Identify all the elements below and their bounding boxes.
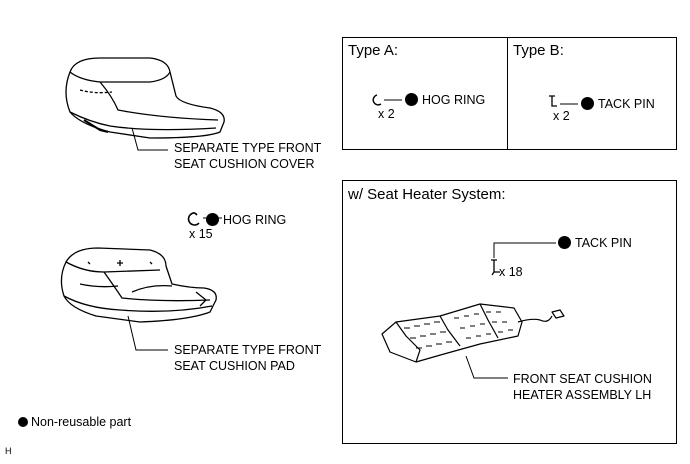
- hog-ring-icon: [187, 212, 200, 226]
- seat-heater-frame: [342, 180, 677, 444]
- type-a-hog-ring-icon: [372, 94, 382, 106]
- type-a-quantity: x 2: [378, 107, 395, 121]
- type-b-label-text: TACK PIN: [598, 97, 655, 111]
- hog-ring-quantity: x 15: [189, 227, 213, 241]
- type-a-title: Type A:: [348, 42, 399, 59]
- heater-tack-pin-icon: [491, 259, 500, 276]
- type-a-label: HOG RING: [405, 92, 485, 108]
- type-b-non-reusable-dot-icon: [581, 97, 594, 110]
- corner-code: H: [5, 446, 12, 456]
- heater-non-reusable-dot-icon: [558, 236, 571, 249]
- hog-ring-label: HOG RING: [206, 212, 286, 228]
- type-a-non-reusable-dot-icon: [405, 93, 418, 106]
- type-b-tack-pin-icon: [549, 95, 557, 107]
- legend: Non-reusable part: [18, 414, 131, 430]
- seat-cushion-cover-label-line1: SEPARATE TYPE FRONT: [174, 141, 322, 155]
- hog-ring-label-text: HOG RING: [223, 213, 287, 227]
- type-a-label-text: HOG RING: [422, 93, 486, 107]
- seat-cushion-cover-label-line2: SEAT CUSHION COVER: [174, 157, 315, 171]
- seat-heater-title: w/ Seat Heater System:: [348, 186, 506, 203]
- type-divider: [507, 37, 508, 150]
- seat-cushion-pad-label-line1: SEPARATE TYPE FRONT: [174, 343, 322, 357]
- heater-tack-pin-label: TACK PIN: [558, 235, 632, 251]
- heater-tack-pin-label-text: TACK PIN: [575, 236, 632, 250]
- legend-dot-icon: [18, 417, 28, 427]
- seat-cushion-pad-label-line2: SEAT CUSHION PAD: [174, 359, 295, 373]
- type-a-b-frame: [342, 37, 677, 150]
- type-b-title: Type B:: [513, 42, 564, 59]
- non-reusable-dot-icon: [206, 213, 219, 226]
- type-b-label: TACK PIN: [581, 96, 655, 112]
- legend-label: Non-reusable part: [31, 415, 132, 429]
- heater-assembly-label-line1: FRONT SEAT CUSHION: [513, 372, 652, 386]
- heater-assembly-label-line2: HEATER ASSEMBLY LH: [513, 388, 652, 402]
- type-b-quantity: x 2: [553, 109, 570, 123]
- heater-tack-pin-quantity: x 18: [499, 265, 523, 279]
